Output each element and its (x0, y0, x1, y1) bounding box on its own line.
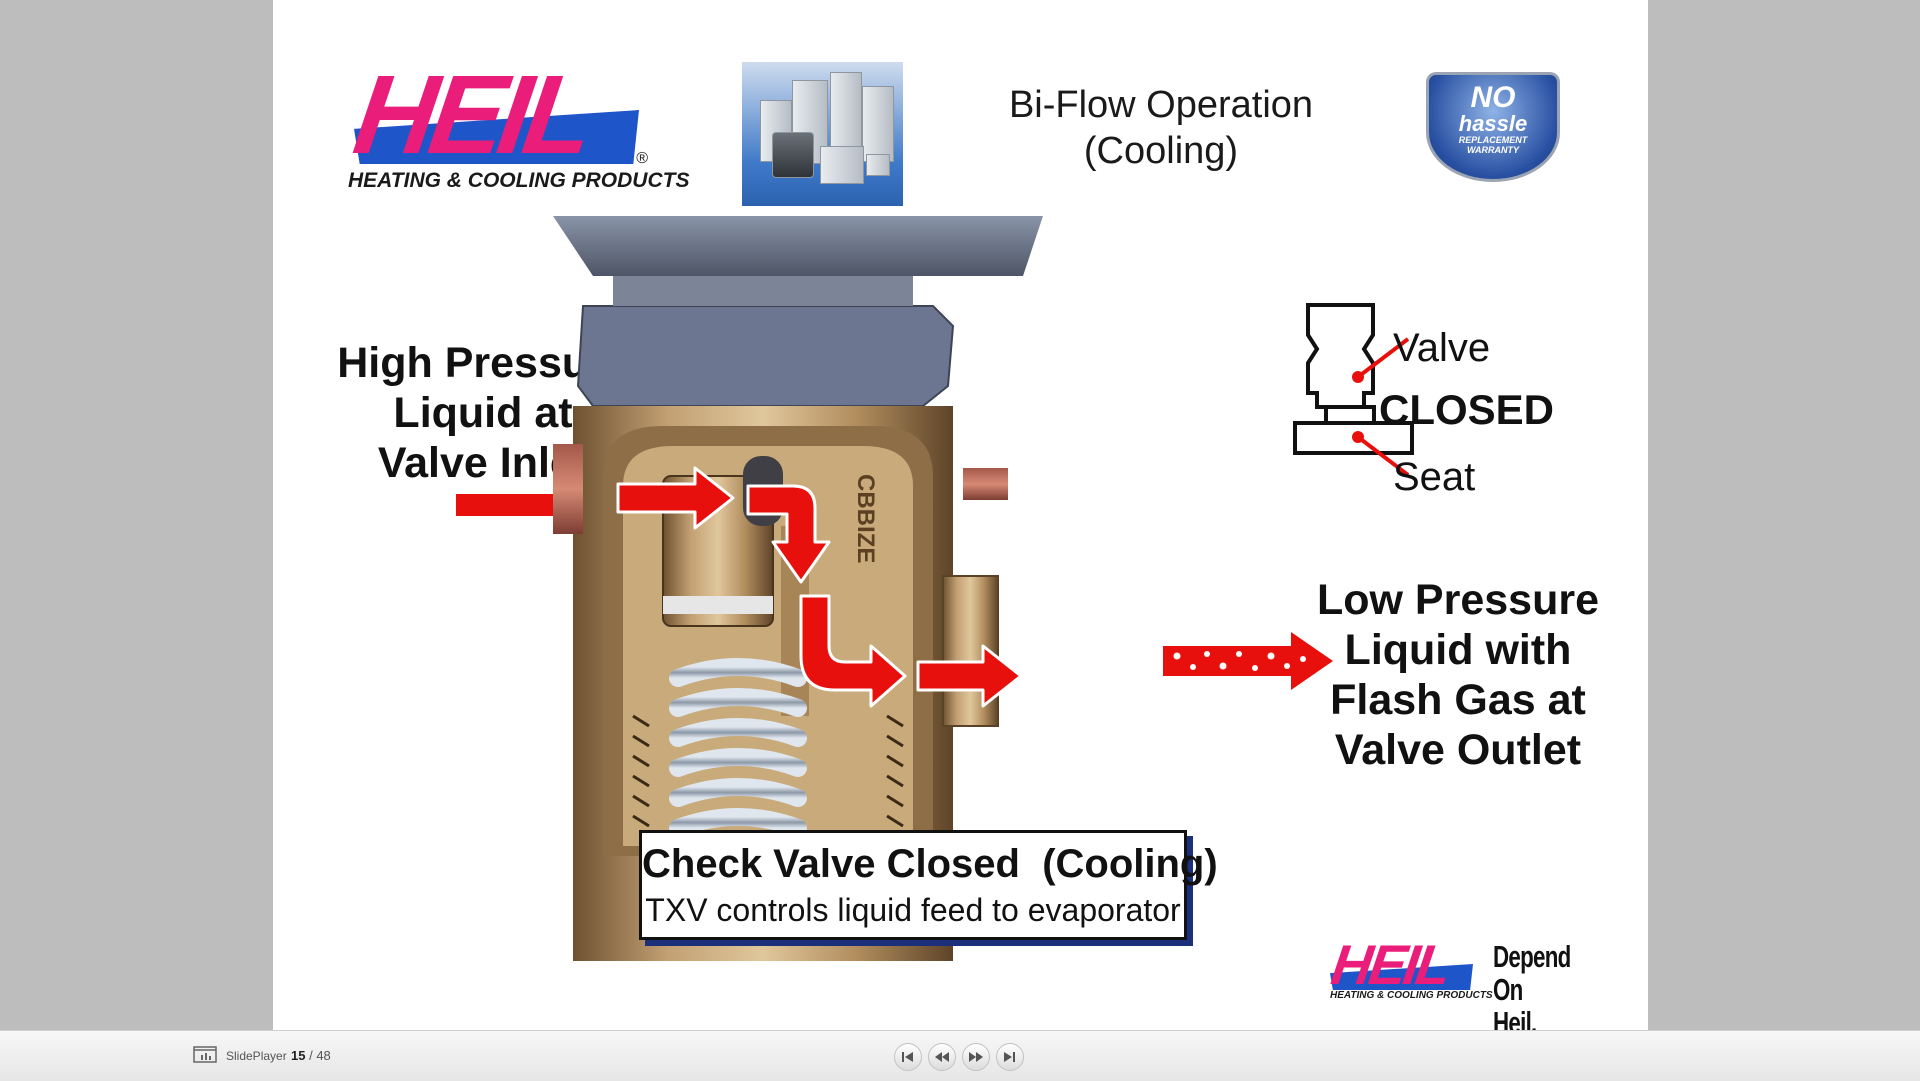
callout-subtext: TXV controls liquid feed to evaporator (645, 892, 1181, 928)
warranty-badge: NO hassle REPLACEMENT WARRANTY (1426, 72, 1560, 182)
callout-heading: Check Valve Closed (Cooling) (642, 842, 1218, 886)
brand-label: SlidePlayer (226, 1049, 287, 1063)
page-counter: 15 / 48 (291, 1047, 331, 1064)
fast-forward-icon (969, 1052, 983, 1062)
valve-seat-diagram (1293, 303, 1414, 477)
seat-label: Seat (1393, 455, 1476, 499)
page-separator: / (305, 1048, 317, 1063)
valve-marking: CBBIZE (852, 474, 879, 563)
slide: HEIL ® HEATING & COOLING PRODUCTS Bi-Flo… (273, 0, 1648, 1030)
closed-label: CLOSED (1379, 386, 1555, 433)
skip-back-icon (902, 1052, 913, 1062)
slide-title: Bi-Flow Operation (Cooling) (981, 82, 1341, 174)
last-slide-button[interactable] (996, 1043, 1024, 1071)
title-line-2: (Cooling) (1083, 130, 1239, 172)
first-slide-button[interactable] (894, 1043, 922, 1071)
slideshow-icon[interactable] (193, 1044, 217, 1064)
current-page: 15 (291, 1048, 306, 1063)
previous-slide-button[interactable] (928, 1043, 956, 1071)
valve-label: Valve (1393, 326, 1491, 370)
next-slide-button[interactable] (962, 1043, 990, 1071)
valve-illustration: CBBIZE (553, 216, 1043, 961)
player-toolbar: SlidePlayer 15 / 48 (0, 1030, 1920, 1081)
rewind-icon (935, 1052, 949, 1062)
depend-on-heil-logo: Depend On Heil. (1493, 939, 1571, 1030)
heil-footer-logo: HEIL HEATING & COOLING PRODUCTS (1327, 933, 1493, 1001)
outlet-label: Low Pressure Liquid with Flash Gas at Va… (1317, 576, 1599, 774)
outlet-arrow-icon (1163, 632, 1333, 690)
check-valve-callout: Check Valve Closed (Cooling) TXV control… (639, 830, 1218, 940)
total-pages: 48 (316, 1048, 331, 1063)
products-photo (742, 62, 903, 206)
heil-logo: HEIL ® HEATING & COOLING PRODUCTS (347, 52, 690, 192)
title-line-1: Bi-Flow Operation (1008, 84, 1314, 126)
inlet-arrow-icon (456, 478, 616, 532)
skip-forward-icon (1004, 1052, 1015, 1062)
